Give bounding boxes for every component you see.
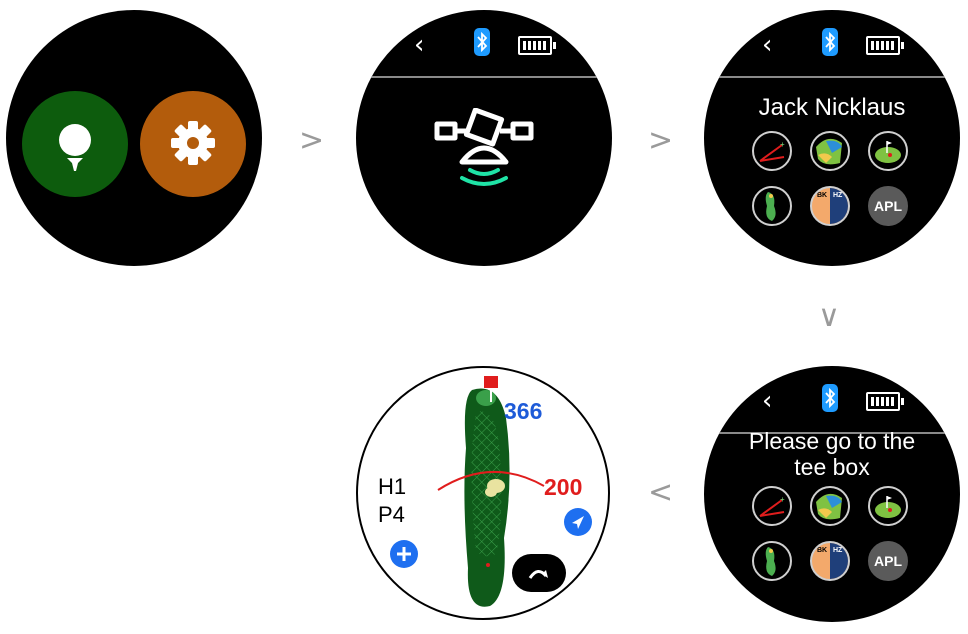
status-divider (704, 432, 960, 434)
hazard-icon[interactable]: BK HZ (810, 541, 850, 581)
course-title: Jack Nicklaus (758, 94, 906, 121)
bk-label: BK (817, 547, 828, 554)
flow-arrow-1: > (299, 123, 325, 158)
shot-distance-icon[interactable]: + (752, 486, 792, 526)
plus-icon (397, 547, 411, 561)
back-icon[interactable]: ‹ (762, 386, 773, 416)
battery-icon (866, 36, 904, 55)
hole-number: H1 (378, 474, 407, 499)
apl-icon[interactable]: APL (868, 186, 908, 226)
shot-distance-icon[interactable]: + (752, 131, 792, 171)
par-label: P4 (378, 502, 405, 527)
golf-button[interactable] (22, 91, 128, 197)
green-icon[interactable] (868, 486, 908, 526)
golf-tee-icon (59, 124, 91, 171)
settings-button[interactable] (140, 91, 246, 197)
apl-icon[interactable]: APL (868, 541, 908, 581)
status-bar: ‹ (704, 10, 960, 78)
bluetooth-icon (822, 384, 838, 412)
watch-screen-launch (6, 10, 262, 266)
watch-screen-hole-view: 366 200 H1 P4 (356, 366, 610, 620)
send-location-button[interactable] (564, 508, 592, 536)
navigation-arrow-icon (572, 516, 584, 529)
tee-prompt-line-1: Please go to the (748, 428, 916, 454)
pin-line (490, 388, 492, 402)
hole-view-icon[interactable] (752, 541, 792, 581)
hazard-icon[interactable]: BK HZ (810, 186, 850, 226)
flow-arrow-3: ∨ (818, 299, 840, 334)
status-bar: ‹ (704, 366, 960, 434)
back-icon[interactable]: ‹ (414, 30, 425, 60)
watch-screen-tee-prompt: ‹ Please go to the tee box + BK HZ APL (704, 366, 960, 622)
swing-curve-icon (528, 570, 548, 579)
gear-icon (171, 121, 215, 165)
hz-label: HZ (833, 192, 843, 199)
flow-arrow-4: < (648, 475, 674, 510)
watch-screen-course: ‹ Jack Nicklaus + BK HZ APL (704, 10, 960, 266)
hole-map (437, 388, 545, 607)
svg-text:+: + (780, 495, 785, 504)
svg-text:+: + (780, 140, 785, 149)
hole-view-icon[interactable] (752, 186, 792, 226)
bluetooth-icon (822, 28, 838, 56)
layup-distance: 200 (544, 474, 583, 500)
flow-arrow-2: > (648, 123, 674, 158)
battery-icon (866, 392, 904, 411)
bk-label: BK (817, 192, 828, 199)
watch-screen-gps: ‹ (356, 10, 612, 266)
tee-prompt-line-2: tee box (794, 454, 870, 480)
back-distance: 366 (504, 398, 543, 424)
back-icon[interactable]: ‹ (762, 30, 773, 60)
green-icon[interactable] (868, 131, 908, 171)
status-bar: ‹ (356, 10, 612, 78)
bluetooth-icon (474, 28, 490, 56)
green-view-icon[interactable] (810, 486, 850, 526)
add-button[interactable] (390, 540, 418, 568)
battery-icon (518, 36, 556, 55)
hz-label: HZ (833, 547, 843, 554)
green-view-icon[interactable] (810, 131, 850, 171)
status-divider (356, 76, 612, 78)
status-divider (704, 76, 960, 78)
next-hole-button[interactable] (512, 554, 566, 592)
satellite-icon (434, 108, 534, 186)
pin-flag-icon (484, 376, 498, 388)
